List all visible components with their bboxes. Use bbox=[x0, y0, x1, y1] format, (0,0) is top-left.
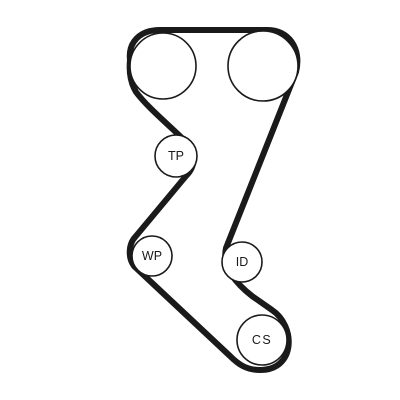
timing-belt bbox=[126, 27, 301, 373]
water-pump-pulley: WP bbox=[131, 235, 173, 277]
water-pump-pulley-label: WP bbox=[142, 249, 162, 263]
idler-pulley-label: ID bbox=[236, 255, 249, 269]
crankshaft-pulley-label: CS bbox=[252, 333, 272, 347]
idler-pulley: ID bbox=[221, 241, 263, 283]
crankshaft-pulley: CS bbox=[236, 314, 288, 366]
tensioner-pulley-label: TP bbox=[168, 149, 184, 163]
camshaft-pulley-left bbox=[129, 32, 197, 100]
tensioner-pulley: TP bbox=[154, 134, 198, 178]
camshaft-pulley-right bbox=[227, 30, 299, 102]
